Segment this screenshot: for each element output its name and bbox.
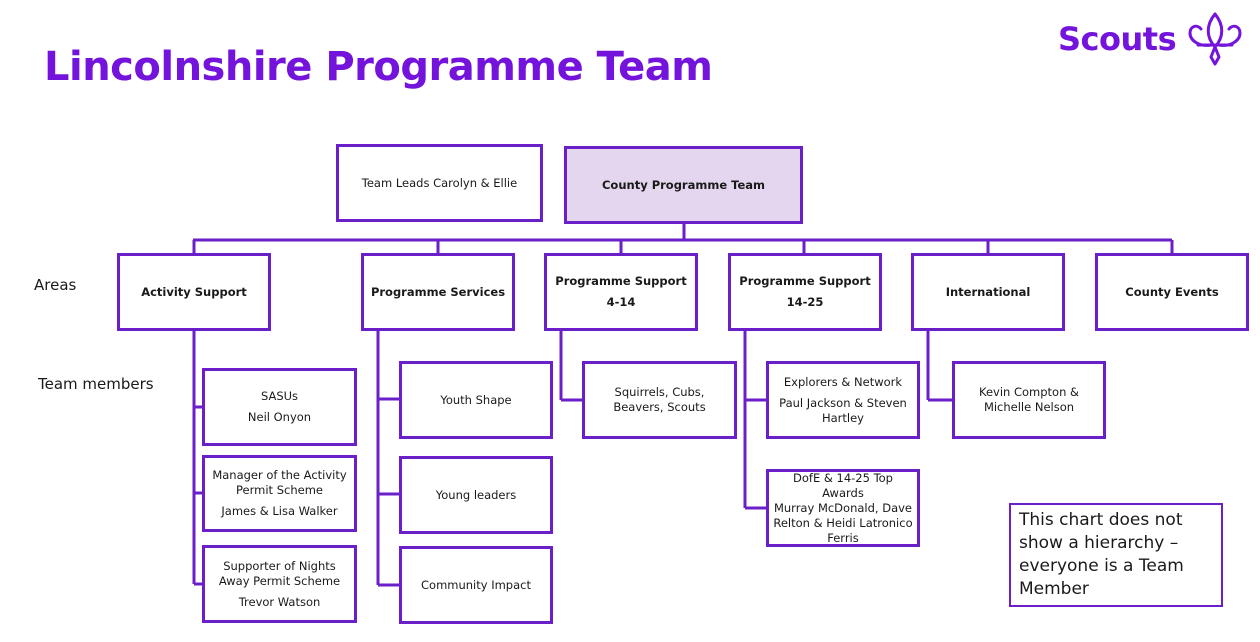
area-programme-support-4-14: Programme Support 4-14 (544, 253, 698, 331)
member-role: SASUs (260, 389, 299, 403)
member-activity-permit: Manager of the Activity Permit Scheme Ja… (202, 455, 357, 532)
fleur-de-lis-icon (1188, 12, 1242, 66)
member-role: DofE & 14-25 Top Awards (793, 470, 893, 500)
member-people: James & Lisa Walker (221, 504, 338, 518)
member-role: Kevin Compton & Michelle Nelson (978, 385, 1079, 414)
county-programme-team-box: County Programme Team (564, 146, 803, 224)
area-name: County Events (1125, 284, 1219, 299)
logo-text: Scouts (1058, 20, 1177, 58)
area-activity-support: Activity Support (117, 253, 271, 331)
member-role: Supporter of Nights Away Permit Scheme (218, 558, 341, 588)
member-sections: Squirrels, Cubs, Beavers, Scouts (582, 361, 737, 439)
area-sub: 4-14 (606, 295, 636, 309)
member-young-leaders: Young leaders (399, 456, 553, 534)
team-leads-text: Team Leads Carolyn & Ellie (361, 175, 518, 190)
area-county-events: County Events (1095, 253, 1249, 331)
scouts-logo: Scouts (1058, 10, 1252, 68)
hierarchy-note: This chart does not show a hierarchy – e… (1009, 503, 1223, 607)
area-name: Activity Support (141, 284, 247, 299)
county-programme-team-text: County Programme Team (601, 177, 765, 192)
member-explorers: Explorers & Network Paul Jackson & Steve… (766, 361, 920, 439)
member-people: Neil Onyon (247, 410, 312, 424)
member-people: Trevor Watson (238, 594, 321, 609)
member-role: Young leaders (435, 487, 517, 502)
areas-label: Areas (34, 276, 77, 294)
area-programme-services: Programme Services (361, 253, 515, 331)
area-name: International (945, 284, 1031, 299)
member-role: Manager of the Activity Permit Scheme (212, 468, 347, 497)
member-role: Youth Shape (440, 392, 512, 407)
area-international: International (911, 253, 1065, 331)
member-role: Explorers & Network (783, 374, 903, 389)
member-youth-shape: Youth Shape (399, 361, 553, 439)
area-name: Programme Support (555, 274, 687, 288)
member-nights-away: Supporter of Nights Away Permit Scheme T… (202, 545, 357, 623)
member-people: Murray McDonald, Dave Relton & Heidi Lat… (773, 500, 913, 545)
area-name: Programme Support (739, 274, 871, 288)
member-people: Paul Jackson & Steven Hartley (779, 395, 907, 425)
team-leads-box: Team Leads Carolyn & Ellie (336, 144, 543, 222)
page-title: Lincolnshire Programme Team (44, 44, 713, 90)
member-role: Squirrels, Cubs, Beavers, Scouts (613, 385, 706, 414)
member-community-impact: Community Impact (399, 546, 553, 624)
member-international: Kevin Compton & Michelle Nelson (952, 361, 1106, 439)
area-sub: 14-25 (786, 295, 824, 309)
area-programme-support-14-25: Programme Support 14-25 (728, 253, 882, 331)
member-sasus: SASUs Neil Onyon (202, 368, 357, 446)
area-name: Programme Services (370, 284, 506, 299)
member-dofe: DofE & 14-25 Top Awards Murray McDonald,… (766, 469, 920, 547)
member-role: Community Impact (421, 577, 531, 592)
team-members-label: Team members (38, 375, 154, 393)
